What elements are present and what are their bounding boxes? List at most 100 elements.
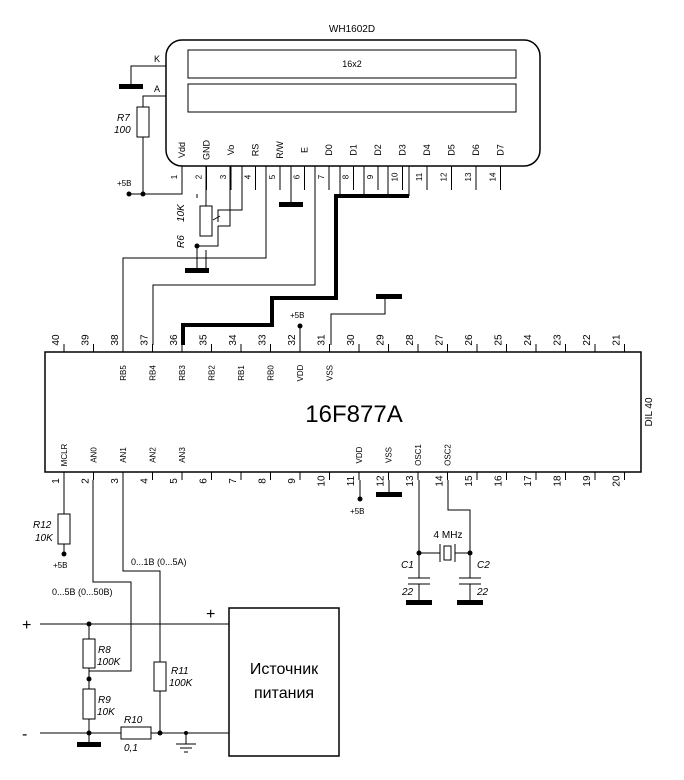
mcu-pin-label: OSC2 <box>444 444 453 466</box>
lcd-pin-number: 6 <box>293 174 302 179</box>
mcu-pin-number: 8 <box>258 478 269 484</box>
r12-ref: R12 <box>33 520 52 531</box>
wire-r7-to-vdd <box>129 137 183 195</box>
ground-symbol <box>77 742 101 747</box>
lcd-pin-number: 3 <box>219 174 228 179</box>
ground-symbol <box>376 294 402 299</box>
r6-ref: R6 <box>176 235 187 248</box>
resistor-r8 <box>82 638 96 669</box>
lcd-pin-number: 12 <box>440 172 449 181</box>
r10-ref: R10 <box>124 715 143 726</box>
lcd-pin-name: D6 <box>471 144 481 156</box>
mcu-pin-number: 32 <box>287 334 298 346</box>
r11-value: 100K <box>169 678 194 689</box>
ground-symbol <box>376 492 402 497</box>
crystal-value: 4 MHz <box>434 530 463 541</box>
lcd-pin-group: Vdd1GND2Vo3RS4R/W5E6D07D18D29D310D411D51… <box>170 140 506 190</box>
lcd-pin-number: 2 <box>195 174 204 179</box>
lcd-pin-name: D7 <box>496 144 506 156</box>
mcu-pin-label: VDD <box>355 446 364 463</box>
mcu-pin-label: AN1 <box>119 447 128 463</box>
mcu-pin-number: 40 <box>51 334 62 346</box>
mcu-pin-number: 17 <box>523 475 534 487</box>
lcd-pin-number: 9 <box>366 174 375 179</box>
wire-osc1 <box>418 480 440 600</box>
lcd-pin-number: 10 <box>391 172 400 181</box>
lcd-pin-name: D2 <box>373 144 383 156</box>
wire-e-to-rb4 <box>152 166 316 345</box>
mcu-pin-number: 27 <box>435 334 446 346</box>
wire-rs-to-rb5 <box>122 166 267 345</box>
wire-r6-network <box>196 166 243 268</box>
lcd-pin-name: GND <box>202 140 212 161</box>
mcu-pin-number: 33 <box>258 334 269 346</box>
data-bus <box>181 194 409 345</box>
c2-ref: C2 <box>477 560 490 571</box>
mcu-package: DIL 40 <box>644 397 655 427</box>
lcd-screen-label: 16x2 <box>342 59 362 69</box>
mcu-pin-label: RB4 <box>149 365 158 381</box>
r7-value: 100 <box>114 125 131 136</box>
mcu-pin-label: AN3 <box>178 447 187 463</box>
resistor-r11 <box>153 661 167 692</box>
lcd-pin-number: 13 <box>464 172 473 181</box>
mcu-pin-number: 35 <box>199 334 210 346</box>
ground-symbol <box>457 600 483 605</box>
mcu-pin-number: 25 <box>494 334 505 346</box>
r6-wiper-arrow <box>212 215 221 221</box>
resistor-r12 <box>57 513 71 545</box>
mcu-pin-number: 21 <box>612 334 623 346</box>
c1-ref: C1 <box>401 560 414 571</box>
lcd-pin-name: R/W <box>275 141 285 159</box>
lcd-pin-number: 8 <box>342 174 351 179</box>
mcu-pin-number: 36 <box>169 334 180 346</box>
mcu-pin-number: 29 <box>376 334 387 346</box>
wire-lcd-a <box>142 95 166 107</box>
data-bus-taps <box>339 166 410 196</box>
mcu-pin-label: MCLR <box>60 443 69 466</box>
lcd-pin-number: 4 <box>244 174 253 179</box>
mcu-pin-label: OSC1 <box>414 444 423 466</box>
junction-dot <box>184 731 188 735</box>
wire-lcd-k <box>130 65 166 84</box>
earth-ground-symbol <box>176 733 196 753</box>
r12-value: 10K <box>35 533 54 544</box>
lcd-k-label: K <box>154 54 160 64</box>
mcu-pin-number: 18 <box>553 475 564 487</box>
mcu-body <box>44 351 642 473</box>
mcu-pin-number: 4 <box>140 478 151 484</box>
mcu-pin-label: AN0 <box>90 447 99 463</box>
mcu-pin-number: 20 <box>612 475 623 487</box>
mcu-pin-number: 24 <box>523 334 534 346</box>
lcd-pin-name: Vo <box>226 145 236 156</box>
mcu-pin-number: 16 <box>494 475 505 487</box>
junction-dot <box>416 550 422 556</box>
mcu-pin-number: 3 <box>110 478 121 484</box>
mcu-pin-label: AN2 <box>149 447 158 463</box>
mcu-pin-number: 2 <box>81 478 92 484</box>
plus5v-label-vdd: +5B <box>290 311 304 320</box>
mcu-pin-number: 13 <box>405 475 416 487</box>
lcd-pin-number: 1 <box>170 174 179 179</box>
junction-dot <box>126 191 132 197</box>
wire-an0-divider <box>92 480 132 672</box>
lcd-pin-number: 7 <box>317 174 326 179</box>
lcd-title: WH1602D <box>329 24 375 35</box>
resistor-r10 <box>120 726 152 740</box>
r6-value: 10K <box>176 203 187 222</box>
c2-value: 22 <box>476 587 489 598</box>
capacitor-c1 <box>408 577 430 592</box>
mcu-pin-label: RB5 <box>119 365 128 381</box>
minus-terminal: - <box>22 726 27 743</box>
mcu-pin-number: 19 <box>582 475 593 487</box>
mcu-pin-number: 5 <box>169 478 180 484</box>
lcd-pin-name: D4 <box>422 144 432 156</box>
lcd-screen-line1 <box>187 49 517 79</box>
r11-ref: R11 <box>171 666 189 677</box>
c1-value: 22 <box>401 587 414 598</box>
r9-ref: R9 <box>98 695 111 706</box>
mcu-pin-label: RB3 <box>178 365 187 381</box>
